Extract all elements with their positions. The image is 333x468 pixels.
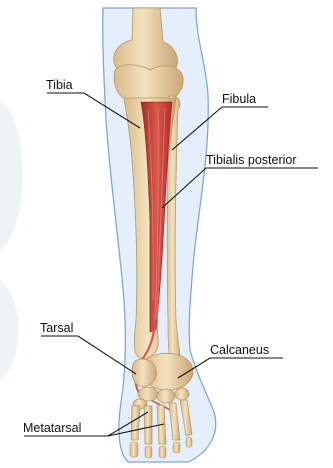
label-fibula: Fibula [222,92,256,106]
leader-line-tarsal [41,336,136,374]
talus-bone [132,359,156,386]
label-metatarsal: Metatarsal [23,421,81,435]
label-tibia: Tibia [46,78,73,92]
background-accent-shape [0,280,19,380]
background-accent-shape [0,100,23,250]
label-calcaneus: Calcaneus [210,343,269,357]
label-tarsal: Tarsal [40,321,73,335]
label-tibialis-posterior: Tibialis posterior [206,153,297,167]
knee-joint [114,65,183,100]
